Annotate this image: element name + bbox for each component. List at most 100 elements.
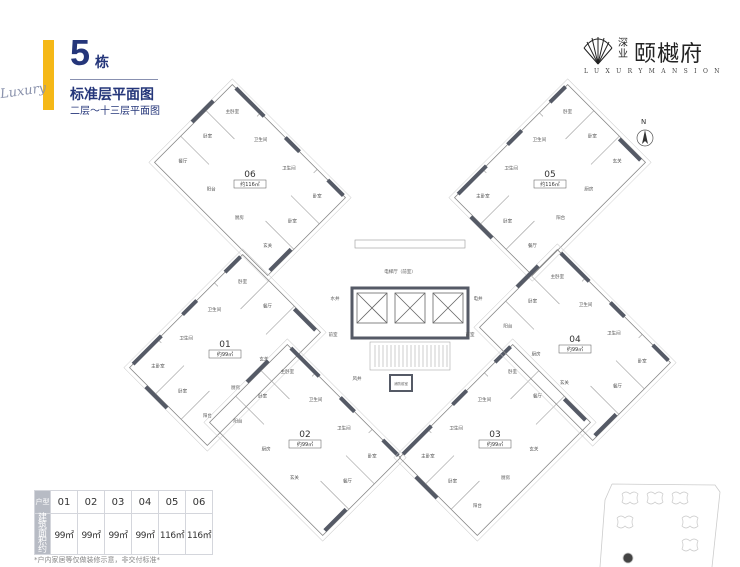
table-cell: 03 [104, 490, 132, 514]
unit-area: 约99㎡ [217, 351, 233, 358]
table-cell: 99㎡ [131, 513, 159, 555]
room-label: 餐厅 [528, 242, 537, 249]
staircase [369, 341, 451, 371]
room-label: 卧室 [638, 358, 647, 365]
table-cell: 02 [77, 490, 105, 514]
room-label: 主卧室 [151, 363, 165, 370]
unit-number: 03 [489, 430, 500, 440]
room-label: 卫生间 [533, 136, 547, 143]
room-label: 阳台 [473, 502, 482, 509]
room-label: 阳台 [556, 214, 565, 221]
room-label: 卧室 [588, 133, 597, 140]
elec-well-label: 电井 [474, 295, 483, 302]
room-label: 厨房 [235, 214, 244, 221]
room-label: 餐厅 [178, 157, 187, 164]
tree-icon [616, 515, 634, 529]
elevator-hall-label: 电梯厅（前室） [384, 268, 416, 275]
footnote: *户内家居等仅做装修示意，非交付标准* [34, 556, 160, 564]
room-label: 卫生间 [179, 334, 193, 341]
room-label: 玄关 [560, 379, 569, 386]
tree-icon [622, 552, 634, 564]
room-label: 厨房 [501, 474, 510, 481]
room-label: 阳台 [233, 417, 242, 424]
table-cell: 04 [131, 490, 159, 514]
room-label: 卫生间 [337, 424, 351, 431]
room-label: 卫生间 [478, 396, 492, 403]
room-label: 卫生间 [282, 164, 296, 171]
row-header: 建筑面积约 [34, 513, 51, 555]
room-label: 卧室 [508, 368, 517, 375]
room-label: 玄关 [259, 356, 268, 363]
room-label: 卧室 [203, 133, 212, 140]
table-cell: 06 [185, 490, 213, 514]
room-label: 卫生间 [607, 329, 621, 336]
compass-icon [636, 129, 654, 147]
row-header: 户型 [34, 490, 51, 514]
unit-number: 04 [569, 335, 581, 345]
room-label: 餐厅 [533, 393, 542, 400]
building-number: 5 [70, 32, 91, 73]
room-label: 卫生间 [504, 164, 518, 171]
room-label: 卧室 [313, 193, 322, 200]
front-room-left: 前室 [329, 331, 338, 338]
north-arrow: N [636, 118, 654, 148]
fire-room-label: 消防前室 [394, 381, 408, 386]
room-label: 玄关 [263, 242, 272, 249]
room-label: 玄关 [529, 446, 538, 453]
room-label: 餐厅 [263, 303, 272, 310]
room-label: 餐厅 [613, 382, 622, 389]
room-label: 厨房 [532, 351, 541, 358]
room-label: 厨房 [231, 384, 240, 391]
room-label: 阳台 [203, 412, 212, 419]
room-label: 餐厅 [343, 477, 352, 484]
tree-icon [671, 491, 689, 505]
room-label: 阳台 [207, 186, 216, 193]
front-room-right: 前室 [466, 331, 475, 338]
brand-tagline: LUXURYMANSION [584, 68, 726, 75]
room-label: 卧室 [288, 217, 297, 224]
room-label: 卧室 [503, 217, 512, 224]
tree-icon [646, 491, 664, 505]
north-label: N [641, 118, 647, 126]
tree-icon [681, 515, 699, 529]
room-label: 主卧室 [421, 453, 435, 460]
unit-area: 约116㎡ [240, 181, 260, 188]
room-label: 卫生间 [309, 396, 323, 403]
room-label: 主卧室 [476, 193, 490, 200]
tree-icon [681, 538, 699, 552]
unit-number: 06 [244, 170, 256, 180]
room-label: 主卧室 [281, 368, 295, 375]
unit-number: 05 [544, 170, 555, 180]
room-label: 卫生间 [449, 424, 463, 431]
page-title: 标准层平面图 [70, 87, 154, 103]
room-label: 卧室 [178, 387, 187, 394]
fan-logo-icon [583, 37, 613, 65]
room-label: 厨房 [584, 186, 593, 193]
unit-area: 约116㎡ [540, 181, 560, 188]
title-divider [70, 79, 158, 80]
unit-area: 约99㎡ [487, 441, 503, 448]
core: 电梯厅（前室） 前室 前室 水井 电井 风井 消防前室 [329, 239, 483, 392]
brand-name: 颐樾府 [634, 42, 704, 67]
page-subtitle: 二层～十三层平面图 [70, 106, 160, 117]
table-cell: 116㎡ [185, 513, 213, 555]
room-label: 卫生间 [579, 301, 593, 308]
tree-icon [621, 491, 639, 505]
table-cell: 99㎡ [50, 513, 78, 555]
room-label: 阳台 [503, 322, 512, 329]
room-label: 卧室 [448, 477, 457, 484]
wind-well-label: 风井 [353, 375, 362, 382]
room-label: 卫生间 [208, 306, 222, 313]
water-well-label: 水井 [331, 295, 340, 302]
brand-logo: 深业 颐樾府 LUXURYMANSION [582, 36, 732, 80]
